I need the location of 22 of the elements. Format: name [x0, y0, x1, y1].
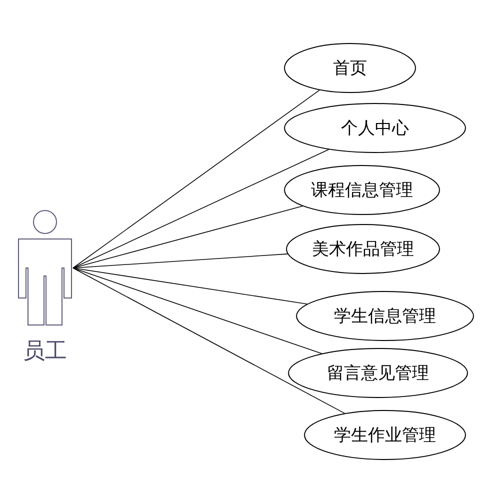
use-case-label: 学生信息管理	[333, 306, 437, 328]
use-case-ellipse	[296, 291, 474, 341]
use-case-label: 首页	[332, 58, 368, 80]
association-line	[72, 149, 330, 268]
association-line	[72, 268, 322, 354]
use-case-label: 留言意见管理	[326, 362, 430, 384]
actor-label: 员工	[22, 338, 68, 366]
association-line	[72, 254, 288, 268]
association-line	[72, 90, 320, 268]
use-case-ellipse	[286, 224, 440, 274]
use-case-ellipse	[284, 165, 440, 215]
use-case-ellipse	[284, 103, 466, 153]
use-case-ellipse	[288, 348, 468, 398]
association-line	[72, 206, 303, 268]
use-case-ellipse	[284, 43, 416, 93]
use-case-ellipse	[304, 410, 466, 460]
association-line	[72, 268, 346, 414]
use-case-label: 课程信息管理	[310, 180, 414, 202]
use-case-label: 学生作业管理	[333, 424, 437, 446]
use-case-label: 个人中心	[340, 118, 410, 140]
use-case-label: 美术作品管理	[311, 238, 415, 260]
association-line	[72, 268, 308, 304]
